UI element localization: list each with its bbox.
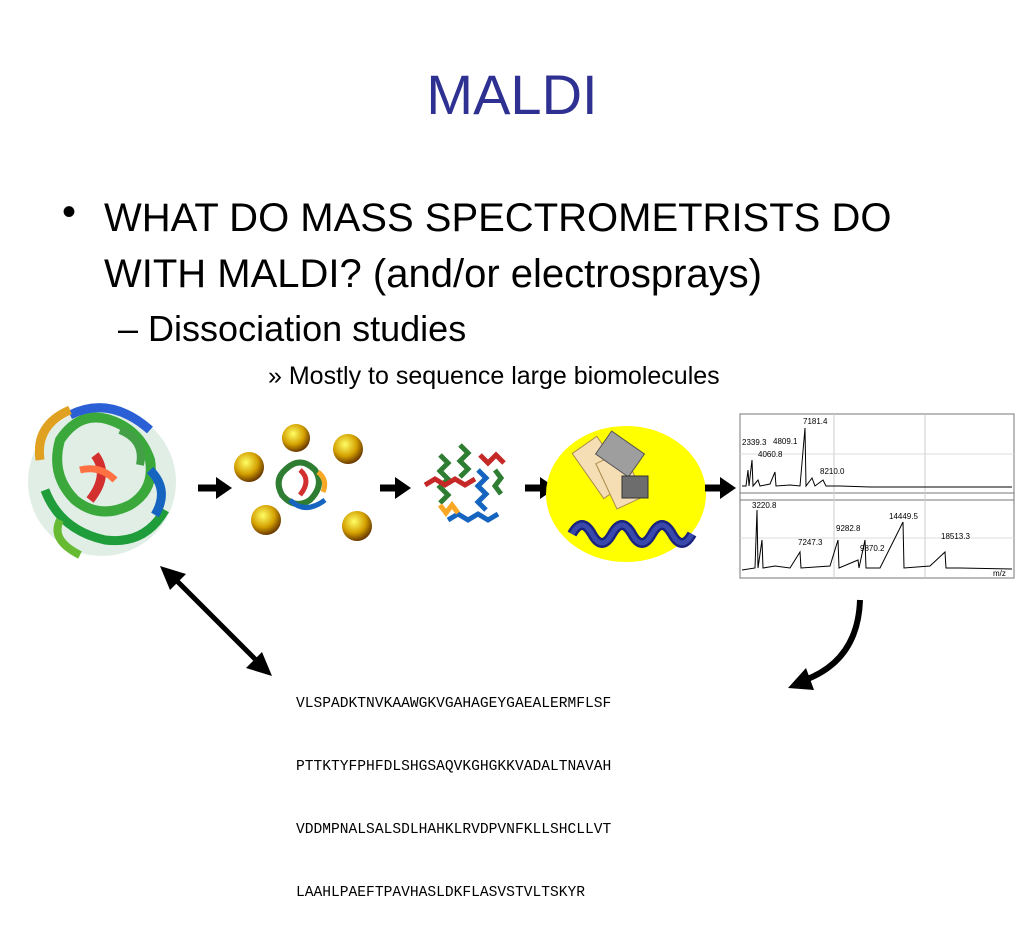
peak-label: 4809.1 (773, 437, 798, 446)
peak-label: 9282.8 (836, 524, 861, 533)
protein-with-ions-image (234, 424, 372, 541)
protein-sequence: VLSPADKTNVKAAWGKVGAHAGEYGAEALERMFLSF PTT… (296, 652, 611, 925)
double-arrow-icon (160, 566, 272, 676)
workflow-diagram: 7181.4 2339.3 4809.1 4060.8 8210.0 3220.… (28, 403, 1015, 690)
peak-label: 18513.3 (941, 532, 970, 541)
sub-bullet: – Dissociation studies (118, 308, 466, 350)
mass-spectrum-image (739, 413, 1015, 579)
helix-highlight-image (546, 426, 706, 562)
peak-label: 7247.3 (798, 538, 823, 547)
peak-label: 4060.8 (758, 450, 783, 459)
protein-structure-image (28, 403, 176, 559)
sequence-line: VDDMPNALSALSDLHAHKLRVDPVNFKLLSHCLLVT (296, 822, 612, 838)
sequence-line: VLSPADKTNVKAAWGKVGAHAGEYGAEALERMFLSF (296, 696, 612, 712)
peak-label: 2339.3 (742, 438, 767, 447)
sub-sub-bullet-text: Mostly to sequence large biomolecules (288, 362, 720, 390)
slide-title: MALDI (426, 63, 598, 126)
sub-sub-bullet: » Mostly to sequence large biomolecules (268, 362, 720, 391)
sub-bullet-text: Dissociation studies (148, 308, 467, 349)
sub-sub-bullet-marker: » (268, 362, 282, 390)
peak-label: 14449.5 (889, 512, 918, 521)
arrow-right-icon (198, 477, 232, 499)
axis-label: m/z (993, 569, 1006, 578)
bullet-marker: • (62, 190, 77, 234)
sub-bullet-marker: – (118, 308, 139, 349)
arrow-right-icon (380, 477, 411, 499)
spectrum-labels: 7181.4 2339.3 4809.1 4060.8 8210.0 3220.… (742, 417, 1006, 578)
sequence-line: LAAHLPAEFTPAVHASLDKFLASVSTVLTSKYR (296, 885, 586, 901)
curved-arrow-icon (788, 599, 863, 690)
peak-label: 7181.4 (803, 417, 828, 426)
main-bullet-text: WHAT DO MASS SPECTROMETRISTS DO WITH MAL… (104, 196, 892, 296)
peak-label: 9870.2 (860, 544, 885, 553)
arrow-right-icon (705, 477, 736, 499)
peak-label: 3220.8 (752, 501, 777, 510)
peak-label: 8210.0 (820, 467, 845, 476)
protein-fragments-image (423, 443, 506, 523)
